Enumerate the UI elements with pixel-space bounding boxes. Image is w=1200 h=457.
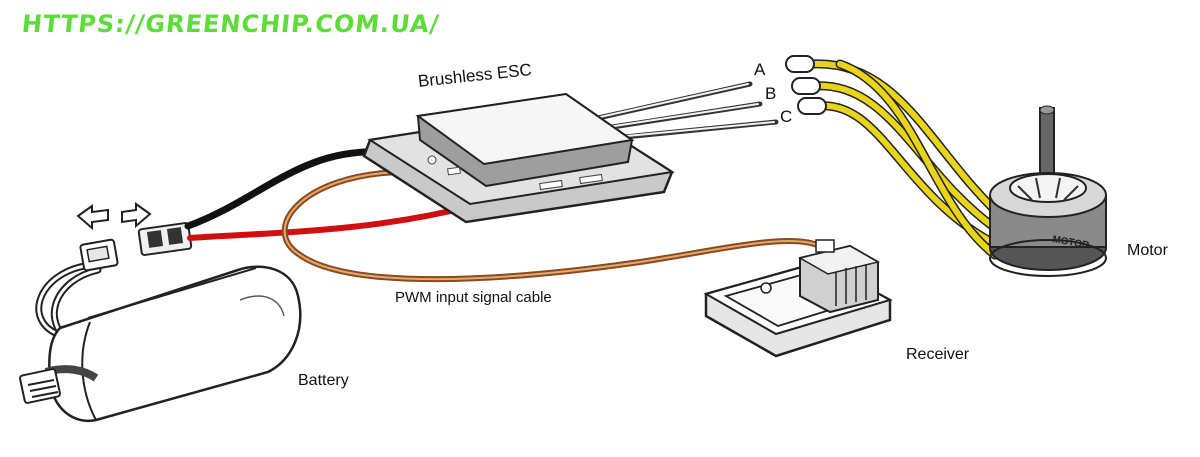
balance-plug [19,365,99,404]
connect-arrows [76,202,152,231]
label-pwm-cable: PWM input signal cable [395,289,552,306]
brushless-esc [362,92,675,224]
label-phase-b: B [765,84,777,103]
motor-phase-wires [807,59,1005,260]
receiver [703,239,893,358]
battery-connector [79,238,119,272]
battery [48,265,302,423]
label-battery: Battery [298,372,349,389]
label-receiver: Receiver [906,346,970,363]
label-phase-c: C [780,107,793,126]
power-wires [184,148,479,241]
watermark-url: HTTPS://GREENCHIP.COM.UA/ [20,10,441,38]
label-phase-a: A [754,60,766,79]
label-motor: Motor [1127,242,1168,259]
esc-power-connector [137,222,193,256]
pwm-signal-cable [281,169,823,283]
motor [989,105,1107,277]
bullet-connectors [785,55,827,115]
